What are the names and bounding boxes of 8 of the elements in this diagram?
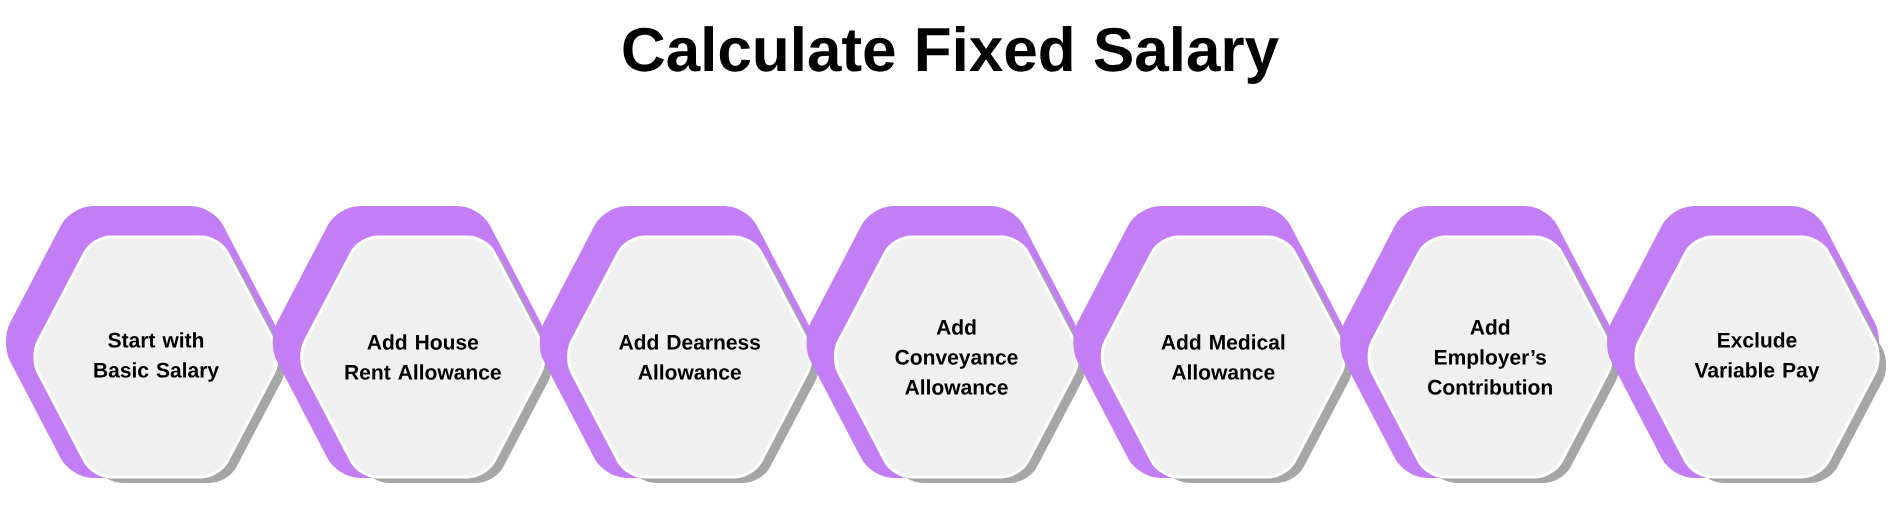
hexagon-step: Add Dearness Allowance [539, 206, 819, 483]
hexagon-step: Add Medical Allowance [1073, 206, 1353, 483]
hexagon-step: Add House Rent Allowance [272, 206, 552, 483]
title: Calculate Fixed Salary [623, 26, 1279, 84]
hexagon-step: Exclude Variable Pay [1606, 206, 1887, 483]
hexagon-step: Add Employer’s Contribution [1340, 206, 1620, 483]
hexagon-step: Add Conveyance Allowance [806, 206, 1086, 483]
hexagon-step: Start with Basic Salary [6, 206, 286, 483]
